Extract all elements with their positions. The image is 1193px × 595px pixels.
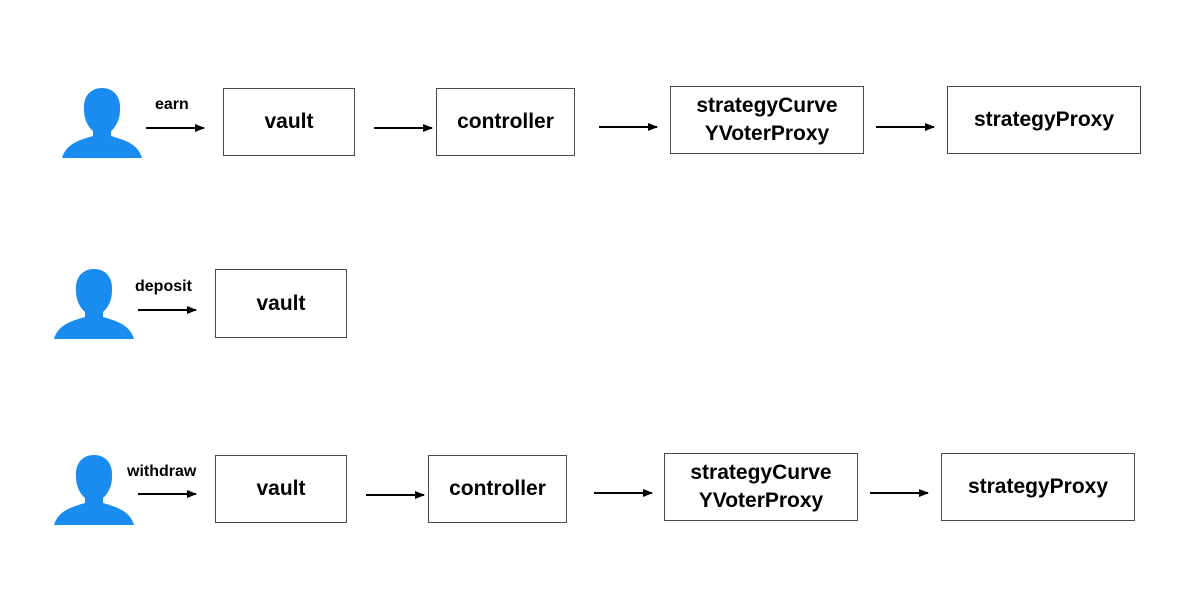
node-label-line-1: strategyCurve xyxy=(690,461,832,484)
node-strategy-proxy: strategyProxy xyxy=(947,86,1141,154)
node-label-line-2: YVoterProxy xyxy=(698,489,824,512)
node-vault: vault xyxy=(215,455,347,523)
node-strategy-curve-yvoter-proxy: strategyCurve YVoterProxy xyxy=(664,453,858,521)
node-vault: vault xyxy=(223,88,355,156)
node-label-line-1: strategyCurve xyxy=(696,94,838,117)
person-icon xyxy=(54,267,134,344)
node-strategy-curve-yvoter-proxy: strategyCurve YVoterProxy xyxy=(670,86,864,154)
action-label-deposit: deposit xyxy=(135,278,192,295)
node-controller: controller xyxy=(436,88,575,156)
node-controller: controller xyxy=(428,455,567,523)
person-icon xyxy=(62,86,142,163)
node-strategy-proxy: strategyProxy xyxy=(941,453,1135,521)
action-label-earn: earn xyxy=(155,96,189,113)
node-label: controller xyxy=(457,110,554,133)
node-label: vault xyxy=(256,291,306,315)
action-label-withdraw: withdraw xyxy=(127,463,197,480)
node-label: strategyProxy xyxy=(967,475,1109,498)
node-label: vault xyxy=(264,110,314,133)
node-vault: vault xyxy=(215,269,347,338)
node-label: vault xyxy=(256,477,306,500)
node-label: strategyProxy xyxy=(973,108,1115,131)
person-icon xyxy=(54,453,134,530)
node-label-line-2: YVoterProxy xyxy=(704,122,830,145)
node-label: controller xyxy=(449,477,546,500)
